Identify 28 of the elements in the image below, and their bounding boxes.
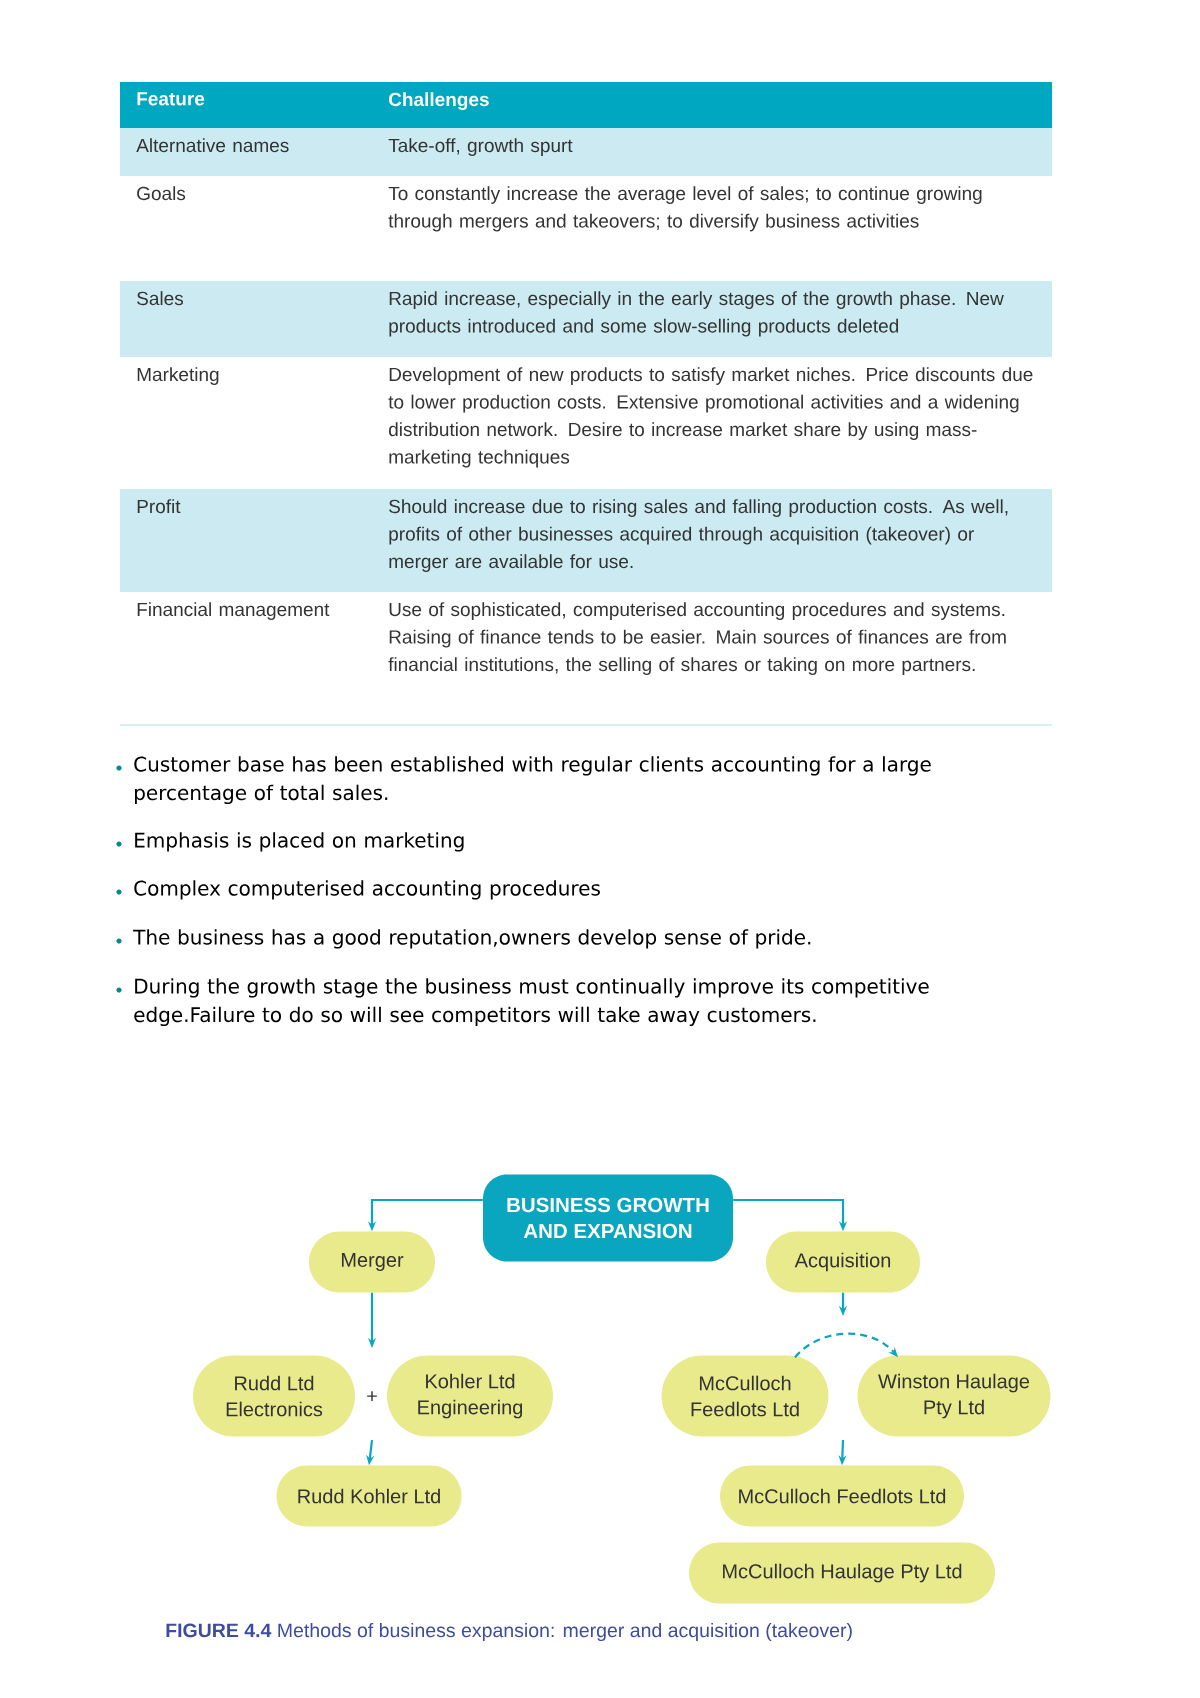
- table-cell: Financial management: [137, 602, 330, 620]
- bullet-point: Complex computerised accounting procedures: [116, 880, 600, 900]
- table-cell: Alternative names: [120, 128, 372, 176]
- table-header-cell: Feature: [120, 82, 372, 128]
- table-cell: Sales: [120, 281, 372, 357]
- rounded-box: Rudd Ltd Electronics: [193, 1355, 355, 1437]
- rounded-box: Kohler Ltd Engineering: [387, 1355, 553, 1437]
- table-cell: Use of sophisticated, computerised accounting procedures and systems. Raising of finance tends to be easier. Main sources of finances are from financial institutions, the selling of shares or taking on more partners.: [388, 602, 1006, 675]
- rounded-box: McCulloch Feedlots Ltd: [720, 1465, 964, 1527]
- rounded-box: Acquisition: [766, 1231, 920, 1293]
- title-box: BUSINESS GROWTH AND EXPANSION: [483, 1174, 733, 1262]
- bullet-point: The business has a good reputation,owners develop sense of pride.: [116, 929, 811, 949]
- table-cell: Profit: [120, 489, 372, 592]
- table-cell: Development of new products to satisfy market niches. Price discounts due to lower production costs. Extensive promotional activities and a widening distribution network. Desire to increase market share by using mass-marketing techniques: [388, 367, 1033, 468]
- rounded-box: McCulloch Haulage Pty Ltd: [689, 1542, 995, 1604]
- plus-sign: +: [367, 1391, 377, 1402]
- rounded-box: McCulloch Feedlots Ltd: [661, 1355, 829, 1437]
- table-cell: Goals: [137, 186, 186, 201]
- rounded-box: Winston Haulage Pty Ltd: [857, 1355, 1051, 1437]
- bullet-point: During the growth stage the business must continually improve its competitive edge.Failure to do so will see competitors will take away customers.: [116, 978, 929, 1027]
- table-cell: Marketing: [137, 367, 219, 385]
- figure-caption: FIGURE 4.4 Methods of business expansion: merger and acquisition (takeover): [166, 1622, 852, 1642]
- arrow: [794, 1332, 898, 1359]
- bullet-point: Customer base has been established with regular clients accounting for a large percentage of total sales.: [116, 756, 931, 805]
- bullet-point: Emphasis is placed on marketing: [116, 832, 464, 852]
- table-cell: To constantly increase the average level of sales; to continue growing through mergers and takeovers; to diversify business activities: [388, 186, 982, 232]
- rounded-box: Rudd Kohler Ltd: [276, 1465, 462, 1527]
- rounded-box: Merger: [309, 1231, 435, 1293]
